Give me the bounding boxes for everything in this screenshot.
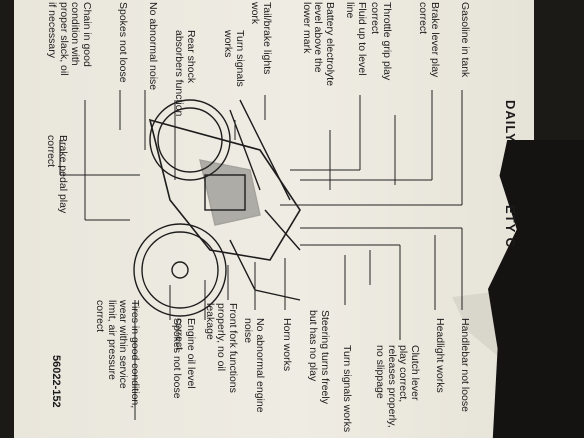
checklist-heading-partial: ETY C bbox=[503, 205, 518, 249]
callout-front-fork: Front fork functions properly, no oil le… bbox=[204, 303, 239, 393]
callout-rear-shock: Rear shock absorbers function bbox=[173, 30, 198, 117]
callout-headlight: Headlight works bbox=[434, 318, 446, 393]
callout-noise-rear: No abnormal noise bbox=[147, 2, 159, 91]
callout-chain: Chain in good condition with proper slac… bbox=[46, 2, 94, 76]
checklist-heading: DAILY bbox=[503, 100, 518, 143]
callout-handlebar: Handlebar not loose bbox=[459, 318, 471, 412]
callout-turn-signals-front: Turn signals works bbox=[341, 345, 353, 433]
front-wheel-drawing bbox=[133, 223, 227, 317]
callout-turn-signals-rear: Turn signals works bbox=[222, 30, 247, 87]
rear-wheel-drawing bbox=[149, 99, 231, 181]
callout-battery: Battery electrolyte level above the lowe… bbox=[301, 2, 336, 87]
callout-steering: Steering turns freely but has no play bbox=[307, 310, 332, 404]
callout-brake-pedal: Brake pedal play correct bbox=[45, 135, 70, 214]
callout-spokes-front: Spokes not loose bbox=[171, 318, 183, 399]
callout-engine-noise: No abnormal engine noise bbox=[242, 318, 267, 413]
callout-clutch: Clutch lever play correct, releases prop… bbox=[374, 345, 422, 428]
part-number: 56022-152 bbox=[50, 355, 62, 408]
callout-throttle: Throttle grip play correct bbox=[369, 2, 394, 81]
callout-brake-lever: Brake lever play correct bbox=[417, 2, 442, 78]
callout-horn: Horn works bbox=[281, 318, 293, 372]
callout-fluid: Fluid up to level line bbox=[344, 2, 369, 76]
callout-gasoline: Gasoline in tank bbox=[459, 2, 471, 78]
callout-spokes-rear: Spokes not loose bbox=[117, 2, 129, 83]
checklist-paper bbox=[14, 0, 534, 438]
callout-tires: Tires in good condition, wear within ser… bbox=[94, 300, 142, 409]
callout-tail-brake: Tail/brake lights work bbox=[249, 2, 274, 75]
